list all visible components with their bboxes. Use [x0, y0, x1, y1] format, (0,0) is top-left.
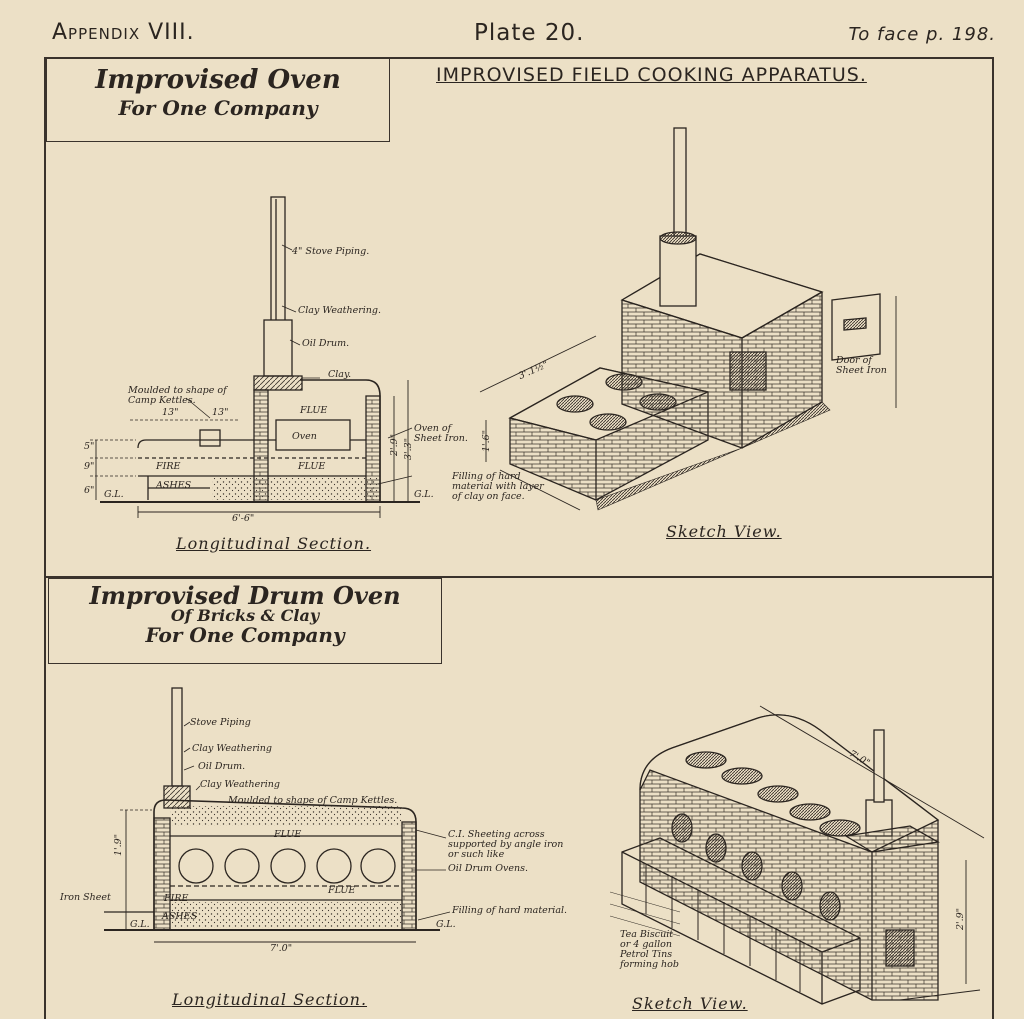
label-oven: Oven — [292, 431, 317, 442]
label-b-flue-lower: FLUE — [328, 885, 356, 896]
label-b-oil-drum-ovens: Oil Drum Ovens. — [448, 863, 528, 874]
label-b-oil-drum: Oil Drum. — [198, 761, 246, 772]
top-section-drawing — [90, 196, 420, 518]
bottom-title-line2: Of Bricks & Clay — [170, 606, 320, 626]
label-moulded: Moulded to shape of Camp Kettles. — [128, 385, 227, 406]
plate-frame — [44, 57, 994, 1019]
label-b-moulded: Moulded to shape of Camp Kettles. — [228, 795, 398, 806]
label-ashes: ASHES — [156, 480, 192, 491]
bottom-section-drawing — [104, 687, 451, 943]
label-b-ci-sheeting: C.I. Sheeting across supported by angle … — [448, 829, 564, 860]
label-b-ground-level-right: G.L. — [436, 919, 456, 930]
label-b-stove-piping: Stove Piping — [190, 717, 251, 728]
bottom-sketch-drawing — [609, 705, 985, 1005]
bottom-section-caption: Longitudinal Section. — [172, 990, 368, 1009]
bottom-sketch-caption: Sketch View. — [632, 994, 748, 1013]
dim-13in-a: 13" — [162, 407, 179, 418]
label-fire: FIRE — [156, 461, 181, 472]
dim-3ft-3in: 3'.3" — [403, 437, 415, 461]
label-b-fire: FIRE — [164, 893, 189, 904]
label-b-filling: Filling of hard material. — [452, 905, 568, 916]
dim-b-1ft-9in: 1'.9" — [113, 833, 125, 857]
dim-1ft-6in: 1'.6" — [481, 429, 493, 453]
plate-number: Plate 20. — [474, 20, 585, 46]
label-b-iron-sheet: Iron Sheet — [60, 892, 111, 903]
bottom-title-box: Improvised Drum Oven Of Bricks & Clay Fo… — [48, 578, 442, 664]
label-ground-level-left: G.L. — [104, 489, 124, 500]
label-b-ground-level: G.L. — [130, 919, 150, 930]
label-clay-weathering: Clay Weathering. — [298, 305, 381, 316]
label-stove-piping: 4" Stove Piping. — [292, 246, 370, 257]
dim-13in-b: 13" — [212, 407, 229, 418]
main-title: IMPROVISED FIELD COOKING APPARATUS. — [436, 64, 867, 86]
label-b-tea-biscuit: Tea Biscuit or 4 gallon Petrol Tins form… — [620, 929, 679, 970]
label-door: Door of Sheet Iron — [836, 355, 887, 376]
label-oil-drum: Oil Drum. — [302, 338, 350, 349]
section-divider — [44, 576, 992, 578]
appendix-label: Appendix VIII. — [52, 20, 195, 45]
dim-9in: 9" — [84, 461, 95, 472]
label-b-flue-upper: FLUE — [274, 829, 302, 840]
dim-b-7ft: 7'.0" — [270, 943, 293, 954]
page-reference: To face p. 198. — [848, 24, 996, 45]
label-flue-lower: FLUE — [298, 461, 326, 472]
dim-2ft-9in: 2'.9" — [389, 433, 401, 457]
label-oven-sheet-iron: Oven of Sheet Iron. — [414, 423, 468, 444]
label-ground-level-right: G.L. — [414, 489, 434, 500]
top-sketch-drawing — [479, 127, 897, 511]
dim-b-2ft-9in: 2'.9" — [955, 907, 967, 931]
label-b-clay-weathering-2: Clay Weathering — [200, 779, 280, 790]
dim-6ft-6in: 6'-6" — [232, 513, 255, 524]
label-b-ashes: ASHES — [162, 911, 198, 922]
top-title-line2: For One Company — [118, 96, 318, 121]
label-flue-upper: FLUE — [300, 405, 328, 416]
label-filling: Filling of hard material with layer of c… — [452, 471, 544, 502]
dim-5in: 5" — [84, 441, 95, 452]
top-sketch-caption: Sketch View. — [666, 522, 782, 541]
label-b-clay-weathering: Clay Weathering — [192, 743, 272, 754]
label-clay: Clay. — [328, 369, 352, 380]
dim-6in: 6" — [84, 485, 95, 496]
bottom-title-line3: For One Company — [145, 622, 345, 647]
top-title-line1: Improvised Oven — [95, 65, 341, 95]
top-title-box: Improvised Oven For One Company — [46, 58, 390, 142]
top-section-caption: Longitudinal Section. — [176, 534, 372, 553]
bottom-title-line1: Improvised Drum Oven — [89, 581, 401, 610]
